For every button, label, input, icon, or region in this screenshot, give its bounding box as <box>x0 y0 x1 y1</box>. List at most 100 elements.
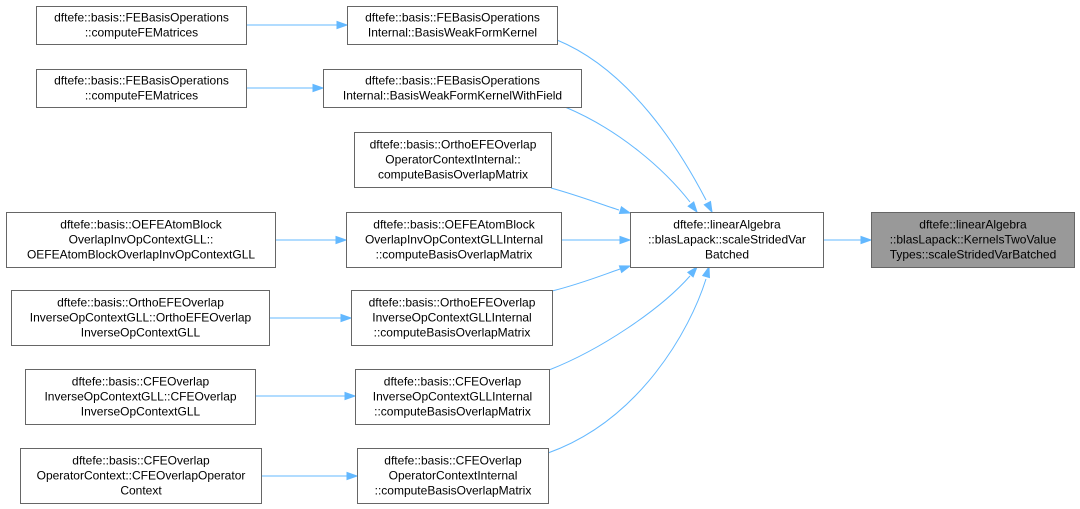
arrowhead-icon <box>344 391 357 401</box>
edge-scale-to-target <box>823 235 873 245</box>
edge-line <box>551 268 621 292</box>
graph-node-cfe-inv-int[interactable]: dftefe::basis::CFEOverlapInverseOpContex… <box>355 369 550 425</box>
node-label-line: InverseOpContextGLLInternal <box>372 311 531 325</box>
node-label-line: computeBasisOverlapMatrix <box>378 168 528 182</box>
node-label-line: ::computeBasisOverlapMatrix <box>374 326 531 340</box>
graph-node-ortho-inv-ctx[interactable]: dftefe::basis::OrthoEFEOverlapInverseOpC… <box>11 290 270 346</box>
node-label-line: ::computeFEMatrices <box>85 26 198 40</box>
node-box[interactable] <box>346 212 562 268</box>
node-label-line: InverseOpContextGLL::OrthoEFEOverlap <box>30 311 252 325</box>
edge-line <box>547 278 707 454</box>
node-box[interactable] <box>36 69 247 108</box>
arrowhead-icon <box>619 235 632 245</box>
graph-node-cfe-ctx[interactable]: dftefe::basis::CFEOverlapOperatorContext… <box>20 448 262 504</box>
node-label-line: Context <box>120 484 162 498</box>
node-label-line: InverseOpContextGLLInternal <box>373 390 532 404</box>
arrowhead-icon <box>703 200 713 214</box>
node-label-line: dftefe::basis::OrthoEFEOverlap <box>57 296 224 310</box>
edge-fe_compute_1-to-wfk <box>246 20 349 30</box>
node-label-line: Internal::BasisWeakFormKernel <box>368 26 537 40</box>
node-label-line: OperatorContext::CFEOverlapOperator <box>37 469 246 483</box>
edge-ortho_ctx_int-to-scale <box>550 187 632 215</box>
node-box[interactable] <box>351 290 553 346</box>
arrowhead-icon <box>687 201 698 214</box>
node-label-line: OEFEAtomBlockOverlapInvOpContextGLL <box>27 248 255 262</box>
arrowhead-icon <box>860 235 873 245</box>
edge-cfe_ctx_int-to-scale <box>547 265 710 454</box>
node-label-line: InverseOpContextGLL <box>81 326 201 340</box>
graph-node-fe-compute-1[interactable]: dftefe::basis::FEBasisOperations::comput… <box>36 6 247 45</box>
node-label-line: Types::scaleStridedVarBatched <box>890 248 1057 262</box>
node-box[interactable] <box>354 132 552 188</box>
node-box <box>871 212 1075 268</box>
node-label-line: dftefe::basis::OEFEAtomBlock <box>373 218 535 232</box>
graph-node-ortho-inv-int[interactable]: dftefe::basis::OrthoEFEOverlapInverseOpC… <box>351 290 553 346</box>
node-label-line: dftefe::basis::OrthoEFEOverlap <box>369 296 536 310</box>
node-label-line: Internal::BasisWeakFormKernelWithField <box>343 89 562 103</box>
graph-node-fe-compute-2[interactable]: dftefe::basis::FEBasisOperations::comput… <box>36 69 247 108</box>
graph-node-cfe-inv-ctx[interactable]: dftefe::basis::CFEOverlapInverseOpContex… <box>25 369 256 425</box>
edge-cfe_inv_ctx-to-cfe_inv_int <box>255 391 357 401</box>
edge-wfkf-to-scale <box>564 106 698 214</box>
node-label-line: ::computeBasisOverlapMatrix <box>375 484 532 498</box>
arrowhead-icon <box>701 265 710 279</box>
node-label-line: ::computeBasisOverlapMatrix <box>374 405 531 419</box>
edge-layer <box>246 20 873 481</box>
node-label-line: dftefe::basis::CFEOverlap <box>72 454 210 468</box>
arrowhead-icon <box>336 20 349 30</box>
node-label-line: dftefe::basis::FEBasisOperations <box>365 11 540 25</box>
node-box[interactable] <box>347 6 558 45</box>
arrowhead-icon <box>340 313 353 323</box>
edge-cfe_inv_int-to-scale <box>548 265 698 371</box>
node-label-line: dftefe::basis::CFEOverlap <box>72 375 210 389</box>
node-label-line: ::computeBasisOverlapMatrix <box>376 248 533 262</box>
node-box[interactable] <box>357 448 549 504</box>
graph-node-oefe-ctx[interactable]: dftefe::basis::OEFEAtomBlockOverlapInvOp… <box>6 212 276 268</box>
arrowhead-icon <box>618 205 632 215</box>
node-label-line: dftefe::linearAlgebra <box>919 218 1027 232</box>
node-box[interactable] <box>11 290 270 346</box>
edge-fe_compute_2-to-wfkf <box>246 83 325 93</box>
arrowhead-icon <box>335 235 348 245</box>
node-box[interactable] <box>25 369 256 425</box>
edge-line <box>550 187 620 211</box>
node-label-line: dftefe::basis::FEBasisOperations <box>365 74 540 88</box>
node-label-line: dftefe::basis::FEBasisOperations <box>54 74 229 88</box>
node-box[interactable] <box>36 6 247 45</box>
node-label-line: dftefe::linearAlgebra <box>673 218 781 232</box>
node-box[interactable] <box>6 212 276 268</box>
graph-node-wfk[interactable]: dftefe::basis::FEBasisOperationsInternal… <box>347 6 558 45</box>
node-label-line: dftefe::basis::CFEOverlap <box>384 454 522 468</box>
edge-ortho_inv_int-to-scale <box>551 265 632 292</box>
arrowhead-icon <box>346 471 359 481</box>
node-box[interactable] <box>323 69 582 108</box>
node-label-line: OverlapInvOpContextGLL:: <box>69 233 214 247</box>
node-label-line: OperatorContextInternal:: <box>385 153 520 167</box>
node-box[interactable] <box>355 369 550 425</box>
arrowhead-icon <box>686 265 698 278</box>
node-layer: dftefe::linearAlgebra::blasLapack::Kerne… <box>6 6 1075 504</box>
edge-cfe_ctx-to-cfe_ctx_int <box>261 471 359 481</box>
node-label-line: ::blasLapack::scaleStridedVar <box>648 233 806 247</box>
node-label-line: InverseOpContextGLL::CFEOverlap <box>44 390 236 404</box>
graph-node-cfe-ctx-int[interactable]: dftefe::basis::CFEOverlapOperatorContext… <box>357 448 549 504</box>
edge-ortho_inv_ctx-to-ortho_inv_int <box>269 313 353 323</box>
arrowhead-icon <box>312 83 325 93</box>
node-label-line: InverseOpContextGLL <box>81 405 201 419</box>
edge-line <box>564 106 691 203</box>
edge-line <box>548 275 691 371</box>
edge-oefe_int-to-scale <box>561 235 632 245</box>
edge-line <box>556 39 707 201</box>
node-box[interactable] <box>630 212 824 268</box>
graph-node-target: dftefe::linearAlgebra::blasLapack::Kerne… <box>871 212 1075 268</box>
graph-node-scale[interactable]: dftefe::linearAlgebra::blasLapack::scale… <box>630 212 824 268</box>
node-label-line: dftefe::basis::FEBasisOperations <box>54 11 229 25</box>
node-label-line: ::blasLapack::KernelsTwoValue <box>890 233 1057 247</box>
graph-node-ortho-ctx-int[interactable]: dftefe::basis::OrthoEFEOverlapOperatorCo… <box>354 132 552 188</box>
edge-oefe_ctx-to-oefe_int <box>275 235 348 245</box>
node-box[interactable] <box>20 448 262 504</box>
node-label-line: dftefe::basis::CFEOverlap <box>384 375 522 389</box>
graph-node-oefe-int[interactable]: dftefe::basis::OEFEAtomBlockOverlapInvOp… <box>346 212 562 268</box>
graph-node-wfkf[interactable]: dftefe::basis::FEBasisOperationsInternal… <box>323 69 582 108</box>
